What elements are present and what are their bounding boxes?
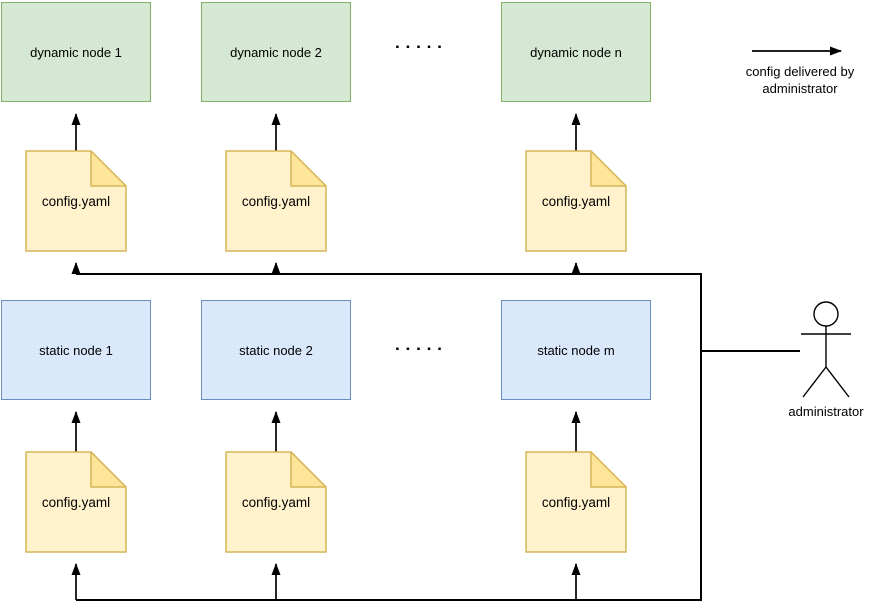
node-static-m: static node m	[501, 300, 651, 400]
config-file-top-2: config.yaml	[225, 150, 328, 253]
node-static-1: static node 1	[1, 300, 151, 400]
config-file-bottom-m: config.yaml	[525, 451, 628, 554]
actor-head	[813, 301, 839, 327]
config-file-label: config.yaml	[241, 193, 311, 209]
actor-leg-right	[825, 366, 850, 398]
node-static-m-label: static node m	[537, 342, 615, 358]
config-file-label: config.yaml	[541, 193, 611, 209]
ellipsis-dots-top: ▪▪▪▪▪	[395, 42, 449, 53]
legend-caption-line1: config delivered by	[745, 64, 855, 79]
node-static-2-label: static node 2	[239, 342, 313, 358]
config-file-label: config.yaml	[241, 494, 311, 510]
config-file-label: config.yaml	[41, 494, 111, 510]
node-static-1-label: static node 1	[39, 342, 113, 358]
config-file-bottom-1: config.yaml	[25, 451, 128, 554]
node-dynamic-1: dynamic node 1	[1, 2, 151, 102]
config-file-top-n: config.yaml	[525, 150, 628, 253]
ellipsis-dots-middle: ▪▪▪▪▪	[395, 344, 449, 355]
legend-caption: config delivered by administrator	[727, 63, 873, 97]
admin-distribution-line	[76, 273, 702, 601]
node-dynamic-n-label: dynamic node n	[530, 44, 622, 60]
node-dynamic-1-label: dynamic node 1	[30, 44, 122, 60]
node-static-2: static node 2	[201, 300, 351, 400]
actor-administrator-icon	[801, 301, 851, 398]
config-file-label: config.yaml	[541, 494, 611, 510]
config-file-bottom-2: config.yaml	[225, 451, 328, 554]
actor-administrator-label: administrator	[788, 404, 864, 419]
config-file-label: config.yaml	[41, 193, 111, 209]
node-dynamic-2: dynamic node 2	[201, 2, 351, 102]
node-dynamic-n: dynamic node n	[501, 2, 651, 102]
legend-caption-line2: administrator	[762, 81, 838, 96]
actor-leg-left	[802, 366, 827, 398]
config-file-top-1: config.yaml	[25, 150, 128, 253]
node-dynamic-2-label: dynamic node 2	[230, 44, 322, 60]
